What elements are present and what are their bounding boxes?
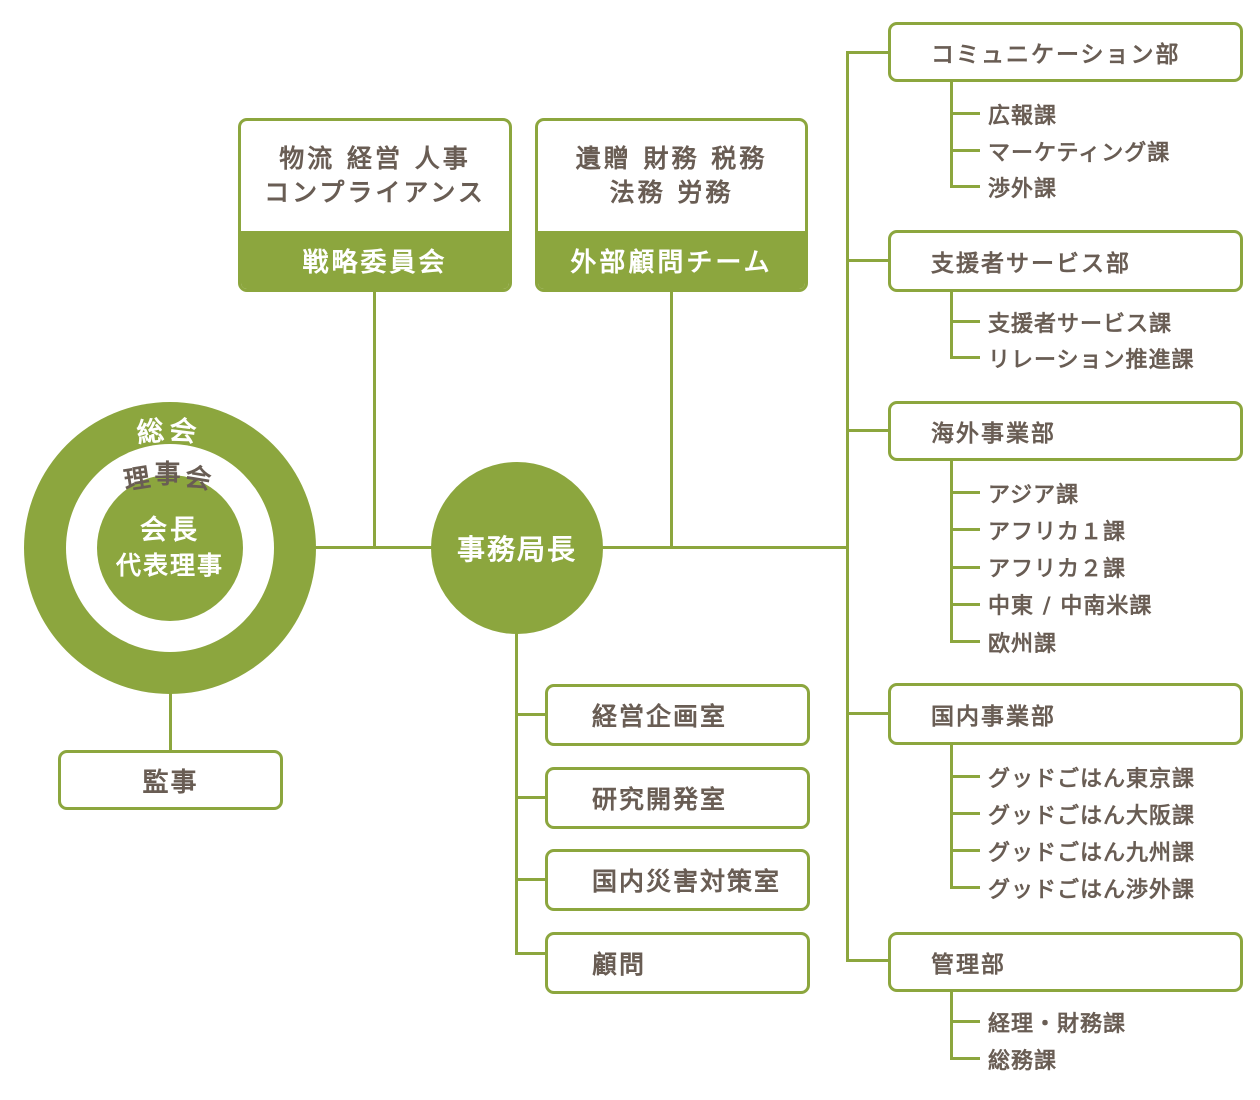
strategy-fields-line1: 物流 経営 人事 bbox=[279, 144, 471, 173]
stub-section bbox=[950, 1020, 980, 1023]
section-item: 渉外課 bbox=[988, 177, 1058, 202]
branch-admin bbox=[950, 990, 953, 1060]
section-item: グッドごはん九州課 bbox=[988, 841, 1196, 866]
dept-box-communication: コミュニケーション部 bbox=[888, 22, 1243, 82]
stub-section bbox=[950, 356, 980, 359]
stub-section bbox=[950, 566, 980, 569]
dept-box-supporter: 支援者サービス部 bbox=[888, 230, 1243, 292]
section-item: アジア課 bbox=[988, 483, 1080, 508]
section-item: 中東 / 中南米課 bbox=[988, 594, 1153, 619]
stub-section bbox=[950, 528, 980, 531]
dept-label: 国内事業部 bbox=[931, 704, 1056, 730]
section-item: 経理・財務課 bbox=[988, 1012, 1127, 1037]
section-item: リレーション推進課 bbox=[988, 348, 1195, 373]
dept-box-domestic: 国内事業部 bbox=[888, 683, 1243, 745]
office-label: 経営企画室 bbox=[592, 702, 728, 731]
advisor-team-box: 遺贈 財務 税務 法務 労務 外部顧問チーム bbox=[535, 118, 808, 292]
connector-dept-stub-3 bbox=[846, 429, 890, 432]
connector-assembly-auditor bbox=[169, 688, 172, 750]
section-item: アフリカ２課 bbox=[988, 557, 1127, 582]
strategy-fields-line2: コンプライアンス bbox=[264, 178, 486, 207]
office-label: 国内災害対策室 bbox=[592, 867, 782, 896]
branch-domestic bbox=[950, 743, 953, 889]
chair-circle: 会長 代表理事 bbox=[97, 475, 243, 621]
section-item: アフリカ１課 bbox=[988, 520, 1127, 545]
branch-overseas bbox=[950, 458, 953, 642]
stub-section bbox=[950, 812, 980, 815]
connector-office-stub-1 bbox=[515, 713, 547, 716]
chair-line1: 会長 bbox=[140, 515, 200, 546]
advisor-fields-line2: 法務 労務 bbox=[609, 178, 734, 207]
connector-dept-stub-5 bbox=[846, 959, 890, 962]
chair-line2: 代表理事 bbox=[115, 551, 224, 580]
assembly-circle: 会長 代表理事 総会 理事会 bbox=[24, 402, 316, 694]
connector-dept-stub-4 bbox=[846, 712, 890, 715]
connector-office-stub-2 bbox=[515, 796, 547, 799]
stub-section bbox=[950, 185, 980, 188]
section-item: グッドごはん渉外課 bbox=[988, 878, 1196, 903]
section-item: マーケティング課 bbox=[988, 141, 1171, 166]
stub-section bbox=[950, 149, 980, 152]
auditor-label: 監事 bbox=[142, 767, 199, 798]
office-label: 研究開発室 bbox=[592, 785, 728, 814]
dept-label: コミュニケーション部 bbox=[931, 42, 1181, 68]
connector-office-stub-4 bbox=[515, 952, 547, 955]
section-item: グッドごはん東京課 bbox=[988, 767, 1196, 792]
office-box-planning: 経営企画室 bbox=[545, 684, 810, 746]
secretary-general-label: 事務局長 bbox=[456, 533, 577, 566]
section-item: グッドごはん大阪課 bbox=[988, 804, 1196, 829]
dept-box-overseas: 海外事業部 bbox=[888, 401, 1243, 461]
stub-section bbox=[950, 640, 980, 643]
section-item: 広報課 bbox=[988, 104, 1058, 129]
dept-label: 管理部 bbox=[931, 952, 1006, 978]
office-box-disaster: 国内災害対策室 bbox=[545, 849, 810, 911]
connector-trunk-vertical bbox=[846, 51, 849, 962]
connector-dept-stub-1 bbox=[846, 51, 890, 54]
stub-section bbox=[950, 886, 980, 889]
secretary-general-circle: 事務局長 bbox=[431, 462, 603, 634]
stub-section bbox=[950, 849, 980, 852]
office-box-rnd: 研究開発室 bbox=[545, 767, 810, 829]
dept-label: 海外事業部 bbox=[931, 421, 1056, 447]
assembly-label: 総会 bbox=[135, 414, 205, 450]
connector-office-stub-3 bbox=[515, 878, 547, 881]
connector-secretary-offices-vertical bbox=[515, 630, 518, 955]
stub-section bbox=[950, 775, 980, 778]
strategy-committee-label: 戦略委員会 bbox=[241, 231, 509, 289]
strategy-committee-box: 物流 経営 人事 コンプライアンス 戦略委員会 bbox=[238, 118, 512, 292]
stub-section bbox=[950, 603, 980, 606]
connector-advisor-team bbox=[670, 290, 673, 548]
office-label: 顧問 bbox=[592, 950, 647, 979]
connector-strategy-committee bbox=[373, 290, 376, 548]
office-box-advisor: 顧問 bbox=[545, 932, 810, 994]
connector-dept-stub-2 bbox=[846, 259, 890, 262]
branch-communication bbox=[950, 80, 953, 188]
branch-supporter bbox=[950, 290, 953, 357]
stub-section bbox=[950, 491, 980, 494]
dept-box-admin: 管理部 bbox=[888, 932, 1243, 992]
dept-label: 支援者サービス部 bbox=[931, 251, 1131, 277]
section-item: 支援者サービス課 bbox=[988, 312, 1173, 337]
stub-section bbox=[950, 112, 980, 115]
section-item: 欧州課 bbox=[988, 632, 1058, 657]
auditor-box: 監事 bbox=[58, 750, 283, 810]
stub-section bbox=[950, 320, 980, 323]
advisor-fields-line1: 遺贈 財務 税務 bbox=[575, 144, 768, 173]
stub-section bbox=[950, 1057, 980, 1060]
board-label: 理事会 bbox=[122, 460, 218, 497]
section-item: 総務課 bbox=[988, 1049, 1058, 1074]
advisor-team-label: 外部顧問チーム bbox=[538, 231, 805, 289]
